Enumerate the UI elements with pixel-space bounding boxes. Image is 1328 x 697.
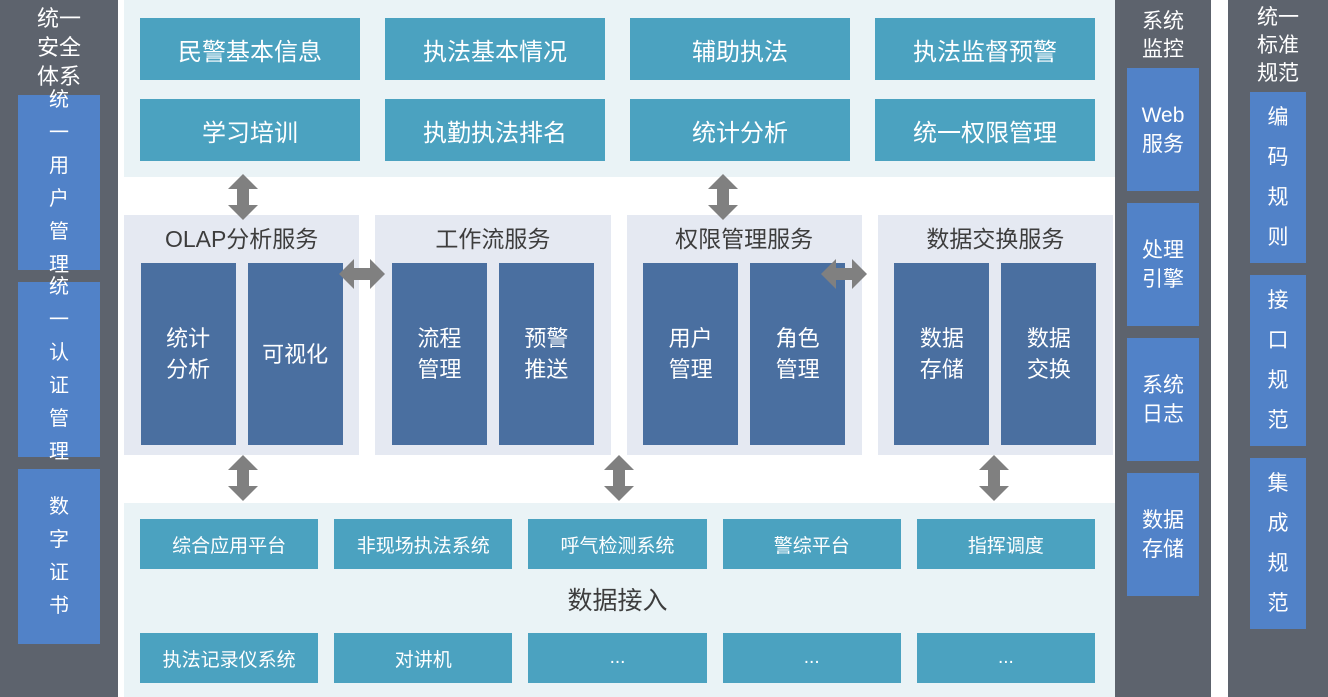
standards-column-title: 统一 标准 规范 [1257,6,1299,85]
service-panel-data-exchange-boxes: 数据 存储 数据 交换 [878,263,1113,445]
service-box-statistical-analysis[interactable]: 统计 分析 [140,263,236,445]
arrow-workflow-data-icon [604,455,634,501]
security-system-column: 统一 安全 体系 统 一 用 户 管 理 统 一 认 证 管 理 数 字 证 书 [0,0,118,697]
security-item-digital-certificate[interactable]: 数 字 证 书 [18,469,100,644]
standards-item-integration-specification[interactable]: 集 成 规 范 [1250,458,1306,629]
data-access-label: 数据接入 [567,587,668,615]
app-box-unified-permission-management[interactable]: 统一权限管理 [875,99,1095,161]
system-monitor-column: 系统 监控 Web 服务 处理 引擎 系统 日志 数据 存储 [1115,0,1211,697]
standards-item-coding-rules[interactable]: 编 码 规 则 [1250,92,1306,263]
monitor-item-data-storage[interactable]: 数据 存储 [1127,473,1199,596]
service-panel-permission: 权限管理服务 用户 管理 角色 管理 [626,215,862,455]
monitor-item-web-service[interactable]: Web 服务 [1127,68,1199,191]
service-panel-workflow-title: 工作流服务 [435,226,551,252]
service-box-alert-push[interactable]: 预警 推送 [498,263,594,445]
arrow-olap-workflow-icon [339,259,385,289]
main-content-area: 民警基本信息 执法基本情况 辅助执法 执法监督预警 学习培训 执勤执法排名 统计… [118,0,1115,697]
data-box-command-dispatch[interactable]: 指挥调度 [916,519,1096,569]
data-box-breath-test-system[interactable]: 呼气检测系统 [528,519,707,569]
app-box-enforcement-supervision-alert[interactable]: 执法监督预警 [875,18,1095,80]
arrow-olap-data-icon [228,455,258,501]
service-panel-olap: OLAP分析服务 统计 分析 可视化 [124,215,360,455]
service-box-data-exchange[interactable]: 数据 交换 [1001,263,1097,445]
service-panel-data-exchange-title: 数据交换服务 [926,226,1065,252]
service-panel-workflow-boxes: 流程 管理 预警 推送 [375,263,610,445]
service-box-process-management[interactable]: 流程 管理 [391,263,487,445]
app-box-duty-enforcement-ranking[interactable]: 执勤执法排名 [385,99,605,161]
application-row-2: 学习培训 执勤执法排名 统计分析 统一权限管理 [140,99,1095,161]
data-box-police-integrated-platform[interactable]: 警综平台 [722,519,901,569]
service-panel-permission-boxes: 用户 管理 角色 管理 [627,263,862,445]
service-panel-data-exchange: 数据交换服务 数据 存储 数据 交换 [877,215,1113,455]
data-box-integrated-application-platform[interactable]: 综合应用平台 [140,519,319,569]
data-box-offsite-enforcement-system[interactable]: 非现场执法系统 [334,519,513,569]
arrow-band-app-to-services [124,174,1115,220]
app-box-assisted-enforcement[interactable]: 辅助执法 [630,18,850,80]
data-row-2: 执法记录仪系统 对讲机 ... ... ... [140,633,1096,683]
service-panel-olap-boxes: 统计 分析 可视化 [124,263,359,445]
service-panel-olap-title: OLAP分析服务 [164,226,319,252]
arrow-band-services-to-data [124,455,1115,503]
data-box-law-enforcement-recorder-system[interactable]: 执法记录仪系统 [140,633,319,683]
arrow-exchange-data-icon [979,455,1009,501]
standards-item-interface-specification[interactable]: 接 口 规 范 [1250,275,1306,446]
data-box-more-3[interactable]: ... [916,633,1096,683]
application-layer: 民警基本信息 执法基本情况 辅助执法 执法监督预警 学习培训 执勤执法排名 统计… [124,0,1115,177]
service-box-visualization[interactable]: 可视化 [247,263,343,445]
monitor-item-system-log[interactable]: 系统 日志 [1127,338,1199,461]
application-row-1: 民警基本信息 执法基本情况 辅助执法 执法监督预警 [140,18,1095,80]
service-box-user-management[interactable]: 用户 管理 [643,263,739,445]
app-box-learning-training[interactable]: 学习培训 [140,99,360,161]
arrow-permission-exchange-icon [821,259,867,289]
unified-standards-column: 统一 标准 规范 编 码 规 则 接 口 规 范 集 成 规 范 [1228,0,1328,697]
service-box-data-storage[interactable]: 数据 存储 [894,263,990,445]
service-panel-permission-title: 权限管理服务 [675,226,814,252]
arrow-app-olap-icon [228,174,258,220]
monitor-item-processing-engine[interactable]: 处理 引擎 [1127,203,1199,326]
data-box-intercom[interactable]: 对讲机 [334,633,513,683]
security-column-title: 统一 安全 体系 [36,6,81,89]
service-box-role-management[interactable]: 角色 管理 [750,263,846,445]
monitor-column-title: 系统 监控 [1142,10,1184,61]
data-box-more-2[interactable]: ... [722,633,901,683]
app-box-statistical-analysis[interactable]: 统计分析 [630,99,850,161]
data-row-1: 综合应用平台 非现场执法系统 呼气检测系统 警综平台 指挥调度 [140,519,1096,569]
app-box-police-basic-info[interactable]: 民警基本信息 [140,18,360,80]
app-box-enforcement-basic-status[interactable]: 执法基本情况 [385,18,605,80]
data-box-more-1[interactable]: ... [528,633,707,683]
arrow-app-permission-icon [708,174,738,220]
security-item-unified-auth-management[interactable]: 统 一 认 证 管 理 [18,276,100,463]
service-panel-workflow: 工作流服务 流程 管理 预警 推送 [375,215,611,455]
security-item-unified-user-management[interactable]: 统 一 用 户 管 理 [18,89,100,276]
data-access-layer: 综合应用平台 非现场执法系统 呼气检测系统 警综平台 指挥调度 数据接入 执法记… [124,503,1115,697]
services-layer: OLAP分析服务 统计 分析 可视化 工作流服务 流程 管理 预警 推送 权限管… [124,215,1115,455]
